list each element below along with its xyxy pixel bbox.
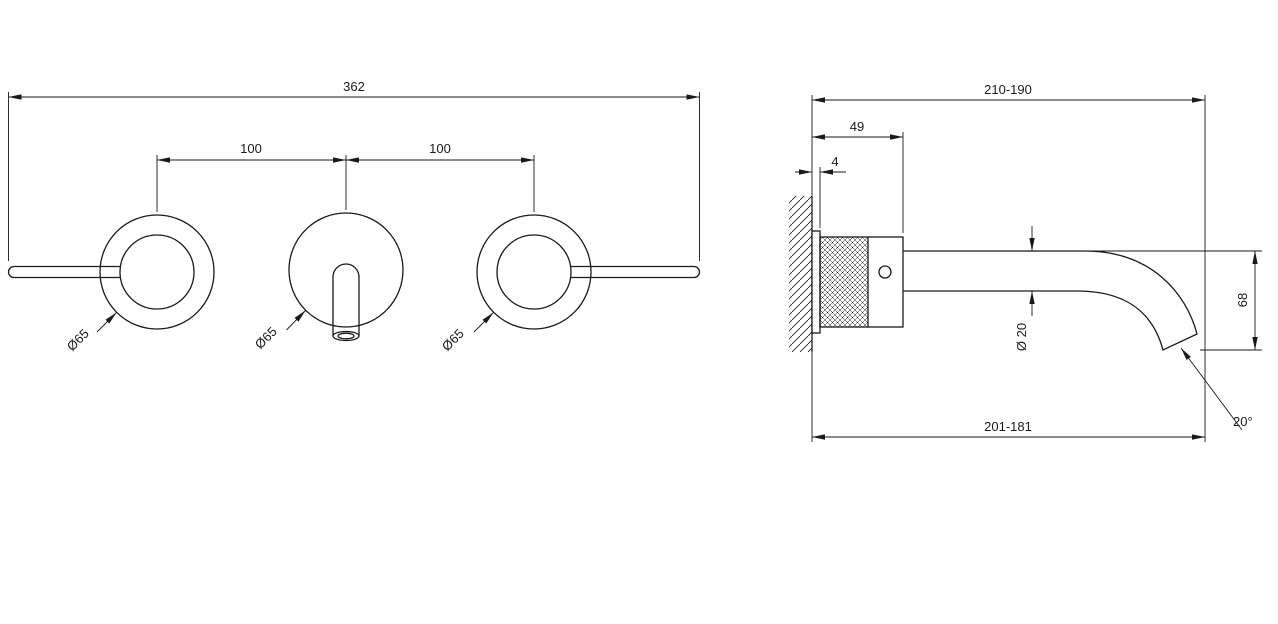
- dim-drop-height-label: 68: [1235, 293, 1250, 307]
- dim-spout-tube-diameter: Ø 20: [1014, 226, 1035, 351]
- spout-tube-front-outline: [332, 263, 360, 336]
- wall-section: [789, 196, 813, 352]
- left-handle-hub-outline: [119, 234, 195, 310]
- dia-right-handle-label: Ø65: [439, 326, 467, 354]
- dim-body-depth: 49: [812, 119, 904, 233]
- wall-plate-outline: [811, 230, 821, 334]
- right-handle: [476, 214, 701, 330]
- right-handle-lever-outline: [570, 265, 701, 279]
- spout-outlet-outer: [332, 330, 360, 342]
- dim-projection-range-label: 210-190: [984, 82, 1032, 97]
- dim-reach-range-label: 201-181: [984, 419, 1032, 434]
- dim-body-depth-label: 49: [850, 119, 864, 134]
- dim-plate-offset: 4: [795, 154, 846, 228]
- dia-spout-tube-label: Ø 20: [1014, 323, 1029, 351]
- angle-tip-label: 20°: [1233, 414, 1253, 429]
- callout-tip-angle: 20°: [1180, 347, 1253, 431]
- callout-dia-spout-rosette: Ø65: [252, 310, 306, 352]
- left-handle-rosette-outline: [99, 214, 215, 330]
- spout-outlet-inner: [337, 332, 355, 340]
- front-view: 362 100 100 Ø65 Ø65: [7, 79, 701, 354]
- dim-reach-range: 201-181: [812, 419, 1205, 440]
- dim-overall-width-label: 362: [343, 79, 365, 94]
- dim-left-spacing-label: 100: [240, 141, 262, 156]
- callout-dia-left-handle: Ø65: [64, 312, 117, 354]
- dia-left-handle-label: Ø65: [64, 326, 92, 354]
- dim-plate-offset-label: 4: [831, 154, 838, 169]
- dim-drop-height: 68: [1042, 250, 1262, 351]
- leader-line: [1180, 347, 1243, 431]
- left-handle: [7, 214, 215, 330]
- right-handle-rosette-outline: [476, 214, 592, 330]
- spout-rosette-outline: [288, 212, 404, 328]
- leader-line: [286, 310, 306, 331]
- callout-dia-right-handle: Ø65: [439, 312, 494, 354]
- knurled-body-texture: [820, 237, 868, 327]
- center-spout-rosette: [288, 212, 404, 342]
- leader-line: [96, 312, 117, 333]
- leader-line: [473, 312, 494, 333]
- dim-overall-width: 362: [8, 79, 700, 261]
- wall-hatching: [789, 196, 812, 352]
- dia-spout-rosette-label: Ø65: [252, 324, 280, 352]
- set-screw: [878, 265, 892, 279]
- spout-tube-outline: [903, 250, 1198, 351]
- right-handle-hub-outline: [496, 234, 572, 310]
- dim-center-spacing: 100 100: [156, 141, 535, 212]
- body-outline: [819, 236, 904, 328]
- dim-projection-range: 210-190: [811, 82, 1206, 442]
- side-view: 210-190 49 4 Ø 20: [789, 82, 1262, 442]
- spout-body: [811, 230, 1198, 351]
- dim-right-spacing-label: 100: [429, 141, 451, 156]
- left-handle-lever-outline: [7, 265, 121, 279]
